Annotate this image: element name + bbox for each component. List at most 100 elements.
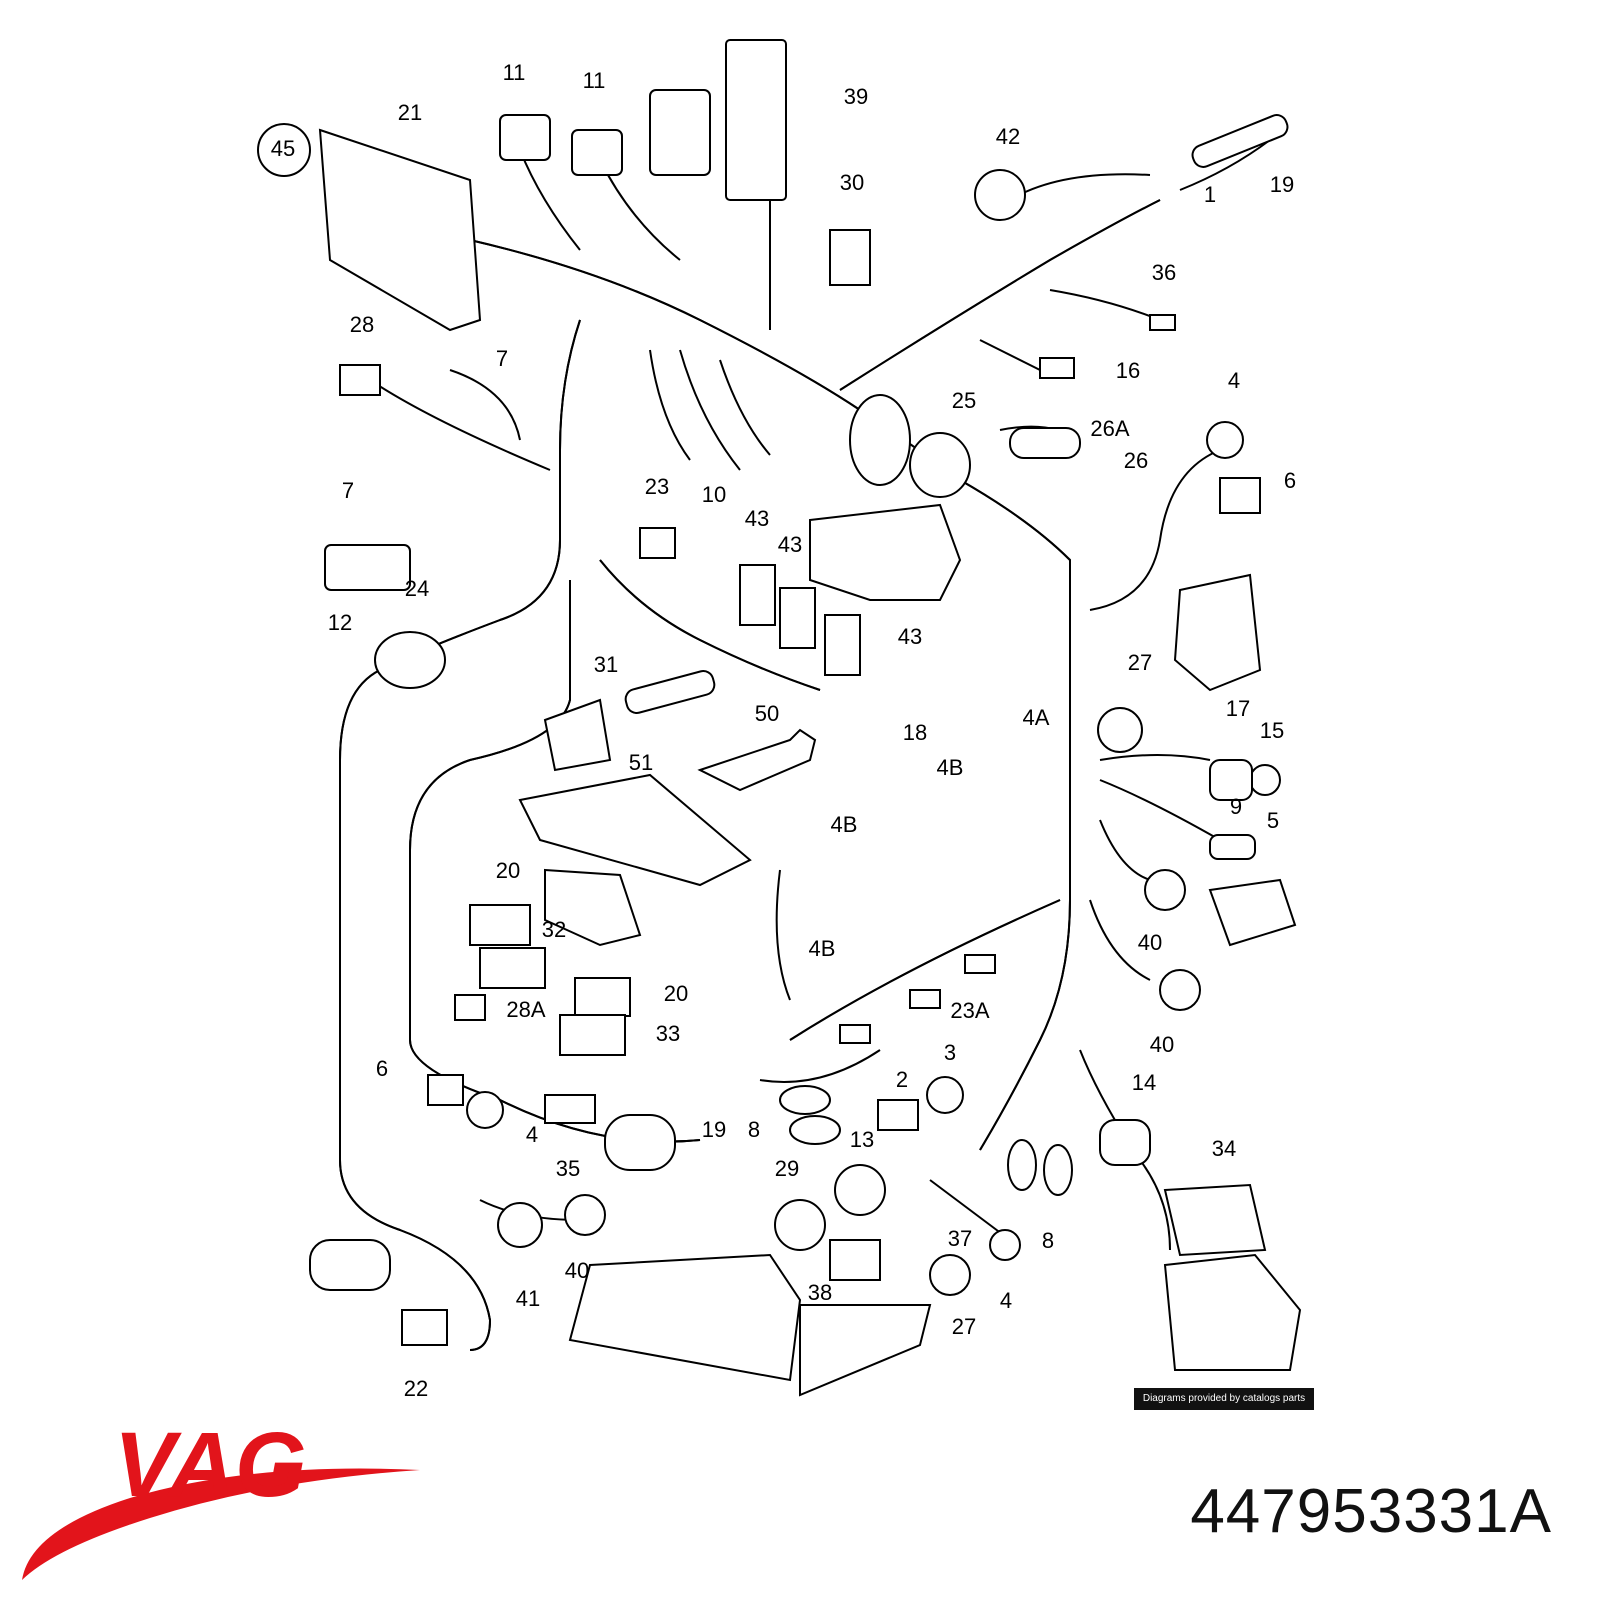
components — [257, 39, 1302, 1397]
lamp-socket-41 — [497, 1202, 543, 1248]
connector-32b — [479, 947, 546, 989]
connector-43a — [739, 564, 776, 626]
callout-41: 41 — [516, 1286, 540, 1311]
callout-35: 35 — [556, 1156, 580, 1181]
harness-trunks — [339, 199, 1161, 1351]
connector-28 — [339, 364, 381, 396]
callout-27: 27 — [952, 1314, 976, 1339]
callout-22: 22 — [404, 1376, 428, 1401]
callout-34: 34 — [1212, 1136, 1236, 1161]
grommet-25 — [849, 394, 911, 486]
callout-1: 1 — [1204, 182, 1216, 207]
multi-connector-39 — [725, 39, 787, 201]
switch-15 — [1249, 764, 1281, 796]
callout-15: 15 — [1260, 718, 1284, 743]
cap-4-top — [1206, 421, 1244, 459]
callout-33: 33 — [656, 1021, 680, 1046]
part-number: 447953331A — [1190, 1477, 1552, 1546]
cap-8a — [779, 1085, 831, 1115]
diagram-credit: Diagrams provided by catalogs parts — [1134, 1388, 1314, 1410]
switch-6-top — [1219, 477, 1261, 514]
connector-31 — [543, 698, 612, 772]
callout-43: 43 — [898, 624, 922, 649]
sleeve — [604, 1114, 676, 1171]
connector-35 — [544, 1094, 596, 1124]
grommet-24 — [374, 631, 446, 689]
lock-34 — [1163, 1183, 1267, 1257]
connector-6-mid — [427, 1074, 464, 1106]
ground-plate-23A-c — [839, 1024, 871, 1044]
plug-29 — [774, 1199, 826, 1251]
socket-17 — [1209, 759, 1253, 801]
connector-42 — [974, 169, 1026, 221]
connector-32 — [469, 904, 531, 946]
callout-6: 6 — [376, 1056, 388, 1081]
connector-33 — [559, 1014, 626, 1056]
control-module-21 — [318, 128, 482, 332]
callout-36: 36 — [1152, 260, 1176, 285]
callout-51: 51 — [629, 750, 653, 775]
sleeve-26A — [1009, 427, 1081, 459]
indicator-lamp — [799, 1304, 932, 1397]
callout-4b: 4B — [831, 812, 858, 837]
socket-3 — [926, 1076, 964, 1114]
callout-26: 26 — [1124, 448, 1148, 473]
logo-wordmark: VAG — [114, 1414, 307, 1516]
callout-8: 8 — [1042, 1228, 1054, 1253]
logo-swoosh — [22, 1468, 420, 1580]
callout-43: 43 — [745, 506, 769, 531]
callout-28: 28 — [350, 312, 374, 337]
cap-4-bottom — [989, 1229, 1021, 1261]
callout-21: 21 — [398, 100, 422, 125]
socket-27-bottom — [929, 1254, 971, 1296]
connector-23 — [639, 527, 676, 559]
callout-24: 24 — [405, 576, 429, 601]
callout-18: 18 — [903, 720, 927, 745]
callout-50: 50 — [755, 701, 779, 726]
callout-4a: 4A — [1023, 705, 1050, 730]
connector-11a — [499, 114, 551, 161]
ground-plate-23A-a — [909, 989, 941, 1009]
callout-20: 20 — [664, 981, 688, 1006]
ground-plate-23A-b — [964, 954, 996, 974]
connector-43c — [824, 614, 861, 676]
callout-39: 39 — [844, 84, 868, 109]
callout-2: 2 — [896, 1067, 908, 1092]
callout-3: 3 — [944, 1040, 956, 1065]
callout-37: 37 — [948, 1226, 972, 1251]
callout-31: 31 — [594, 652, 618, 677]
lamp-socket-40b — [1159, 969, 1201, 1011]
callout-6: 6 — [1284, 468, 1296, 493]
callout-40: 40 — [1150, 1032, 1174, 1057]
callout-19: 19 — [702, 1117, 726, 1142]
connector-38 — [829, 1239, 881, 1281]
callout-20: 20 — [496, 858, 520, 883]
callout-4: 4 — [1000, 1288, 1012, 1313]
grommet-13 — [834, 1164, 886, 1216]
plug-19-top — [1191, 114, 1289, 168]
grommet-25b — [909, 432, 971, 498]
bellows-14 — [1099, 1119, 1151, 1166]
callout-23a: 23A — [950, 998, 989, 1023]
callout-25: 25 — [952, 388, 976, 413]
tray-51 — [518, 773, 752, 887]
actuator-right — [1173, 573, 1262, 692]
callout-40: 40 — [1138, 930, 1162, 955]
callout-4b: 4B — [809, 936, 836, 961]
callout-4: 4 — [1228, 368, 1240, 393]
plug-27-mid — [1097, 707, 1143, 753]
callout-28a: 28A — [506, 997, 545, 1022]
lamp-socket-40c — [564, 1194, 606, 1236]
callout-11: 11 — [503, 60, 526, 85]
cap-8b — [789, 1115, 841, 1145]
headlamp — [568, 1253, 802, 1382]
callout-27: 27 — [1128, 650, 1152, 675]
callout-40: 40 — [565, 1258, 589, 1283]
dashboard-panel — [809, 503, 962, 601]
callout-circle-45 — [257, 123, 311, 177]
connector-22 — [401, 1309, 448, 1346]
callout-4: 4 — [526, 1122, 538, 1147]
sensor-9 — [1209, 834, 1256, 860]
